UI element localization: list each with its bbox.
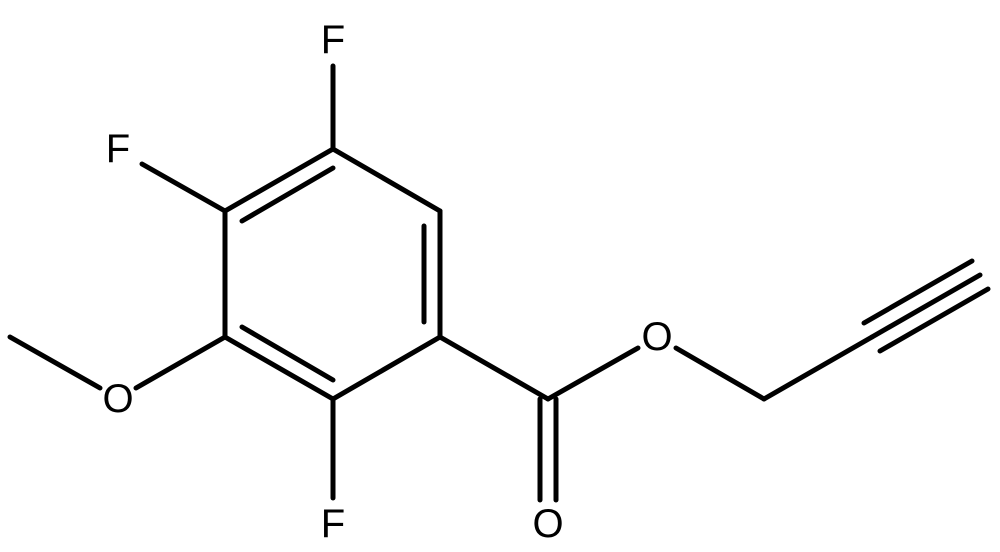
atom-label-f-bottom: F [321, 502, 345, 546]
ring-bond-c6-c1-inner [239, 165, 336, 224]
benzene-ring [222, 146, 443, 402]
bond-c3-carbonyl-c [437, 334, 551, 402]
bond-ch2-alkyne-c [761, 334, 875, 402]
triple-bond-center [869, 272, 983, 340]
bond-carbonyl-o-ester [545, 345, 641, 402]
atom-label-f-left: F [106, 127, 130, 171]
atom-label-f-top: F [321, 18, 345, 62]
ring-bond-c4-c5-inner [239, 324, 336, 383]
ring-bond-c6-c1 [222, 146, 336, 214]
triple-bond-upper [861, 258, 975, 326]
ring-bond-c1-c2 [330, 146, 443, 214]
bond-c5-o-methoxy [133, 334, 228, 391]
atom-label-o-carbonyl: O [532, 502, 563, 546]
atom-label-o-methoxy: O [102, 377, 133, 421]
bond-c6-f-left [139, 161, 228, 214]
bond-o-ester-ch2 [673, 345, 767, 402]
alkyne-triple-bond [861, 258, 991, 354]
triple-bond-lower [877, 286, 991, 354]
ring-bond-c3-c4 [330, 334, 443, 402]
bond-o-methyl [7, 334, 103, 391]
atom-label-o-ester: O [641, 315, 672, 359]
ring-bond-c4-c5 [222, 334, 336, 402]
